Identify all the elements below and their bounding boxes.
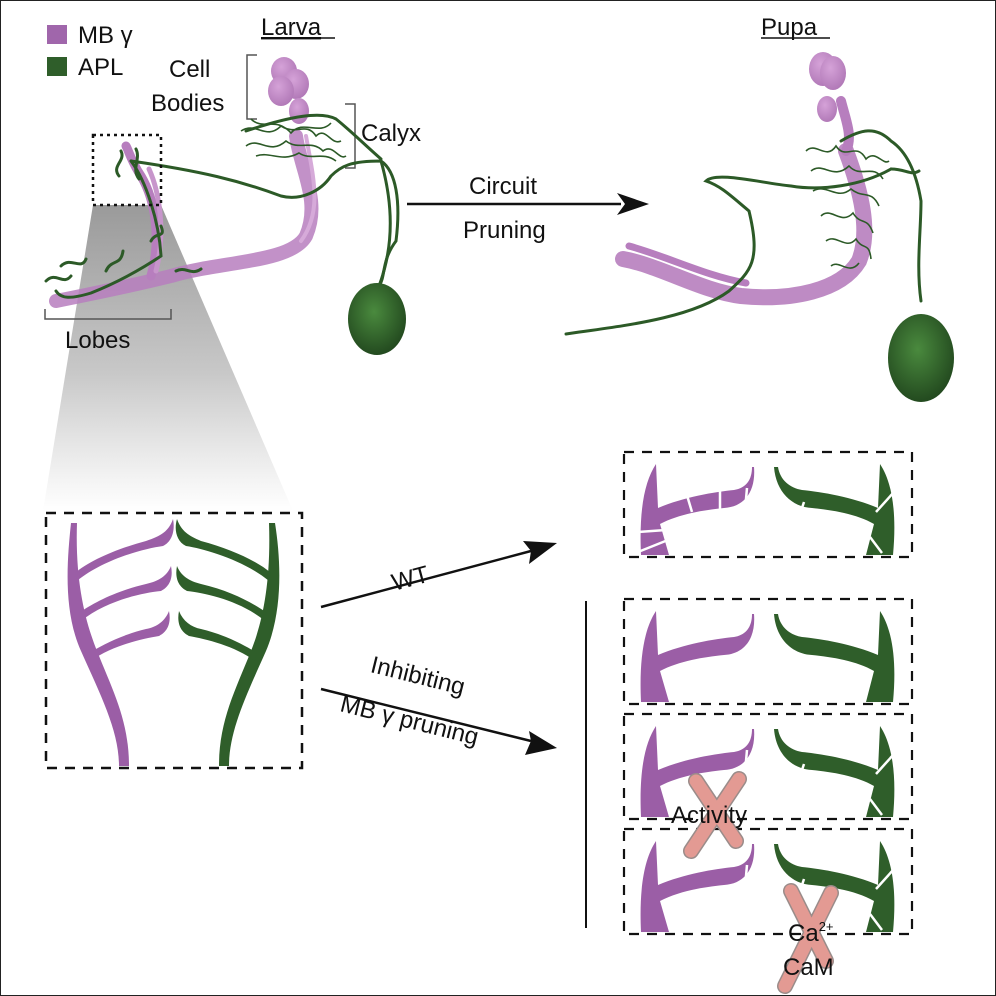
- zoom-source-box: [91, 133, 163, 207]
- label-cam: CaM: [783, 954, 834, 981]
- legend-swatch-mb-gamma: [47, 25, 67, 44]
- legend: MB γ APL: [47, 22, 133, 81]
- activity-cross: [683, 771, 747, 859]
- zoomed-lobe-box: [44, 511, 304, 770]
- ca-cam-cross: [777, 883, 839, 994]
- larva-apl-axon: [377, 160, 392, 287]
- mb-gamma-lobe: [640, 726, 755, 817]
- larva-mb-cell-bodies: [268, 57, 309, 124]
- label-bodies: Bodies: [151, 90, 224, 117]
- pupa-apl-soma: [888, 314, 954, 402]
- stage-title-larva: Larva: [261, 14, 322, 41]
- pruning-cut: [869, 913, 883, 931]
- arrow-label-wt: WT: [389, 561, 432, 597]
- pruning-cut: [869, 798, 883, 816]
- apl-lobe: [774, 726, 895, 817]
- zoom-wedge: [43, 205, 293, 511]
- arrow-label-pruning: Pruning: [463, 217, 546, 244]
- pruning-cut: [869, 536, 883, 554]
- pruning-cut: [798, 501, 806, 515]
- pruning-cut: [759, 493, 778, 511]
- stage-title-pupa: Pupa: [761, 14, 818, 41]
- panel-ca-cam-blocked: [622, 827, 914, 936]
- bracket-lobes: [44, 309, 172, 320]
- larva-apl-soma: [348, 283, 406, 355]
- legend-label-apl: APL: [78, 54, 123, 81]
- pupa-circuit: [564, 52, 954, 402]
- label-ca-superscript: 2+: [819, 919, 834, 934]
- arrow-label-inhibiting: Inhibiting: [368, 651, 468, 700]
- panel-border: [622, 827, 914, 936]
- pupa-mb-cell-bodies: [809, 52, 846, 122]
- bracket-cell-bodies: [246, 54, 257, 120]
- pruning-cut: [637, 528, 667, 534]
- panel-inhibited: [622, 597, 914, 706]
- larva-apl-neuron: [44, 113, 400, 299]
- larva-calyx-arbor: [240, 118, 347, 162]
- zoomed-mb-gamma-lobes: [67, 519, 174, 766]
- pruning-cut: [743, 864, 749, 888]
- label-calyx: Calyx: [361, 120, 421, 147]
- pruning-cut: [798, 763, 806, 777]
- legend-label-mb-gamma: MB γ: [78, 22, 133, 49]
- panel-border: [622, 597, 914, 706]
- pruning-cut: [684, 491, 694, 513]
- mb-gamma-lobe: [640, 611, 755, 702]
- pruning-cut: [637, 538, 669, 554]
- wt-arrow: [320, 541, 557, 609]
- pruning-cut: [875, 868, 895, 890]
- pruning-cut: [875, 491, 895, 513]
- pruning-cut: [798, 878, 806, 892]
- panel-activity-blocked: [622, 712, 914, 821]
- label-cell: Cell: [169, 56, 210, 83]
- larva-circuit: [44, 57, 406, 355]
- pupa-arbor: [805, 144, 890, 269]
- mb-gamma-lobe: [640, 841, 755, 932]
- label-lobes: Lobes: [65, 327, 130, 354]
- pruning-cut: [759, 870, 778, 888]
- pupa-mb-gamma-neurons: [615, 96, 873, 306]
- arrow-label-circuit: Circuit: [469, 173, 537, 200]
- result-panels: [622, 450, 914, 936]
- pruning-cut: [875, 753, 895, 775]
- legend-swatch-apl: [47, 57, 67, 76]
- mb-gamma-lobe: [640, 464, 755, 555]
- panel-wt: [622, 450, 914, 559]
- panel-border: [622, 450, 914, 559]
- pupa-apl-neuron: [564, 129, 923, 336]
- label-activity: Activity: [671, 802, 747, 829]
- circuit-pruning-arrow: [407, 193, 649, 215]
- pruning-cut: [759, 755, 778, 773]
- pruning-cut: [743, 487, 749, 511]
- apl-lobe: [774, 464, 895, 555]
- inhibiting-arrow: [320, 687, 557, 755]
- pruning-cut: [743, 749, 749, 773]
- panel-border: [622, 712, 914, 821]
- label-ca: Ca2+: [788, 919, 834, 947]
- zoomed-apl-lobes: [175, 519, 280, 766]
- apl-lobe: [774, 611, 895, 702]
